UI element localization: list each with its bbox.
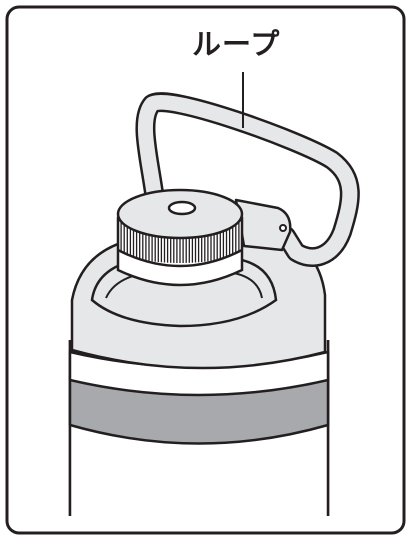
loop-handle	[137, 94, 358, 265]
loop-label: ループ	[192, 27, 281, 61]
knob-hole-icon	[167, 200, 197, 216]
knob-rim	[117, 248, 243, 268]
hinge-pin-icon	[279, 224, 287, 232]
hinge-clip	[234, 198, 292, 252]
knob-ridges	[120, 219, 240, 263]
